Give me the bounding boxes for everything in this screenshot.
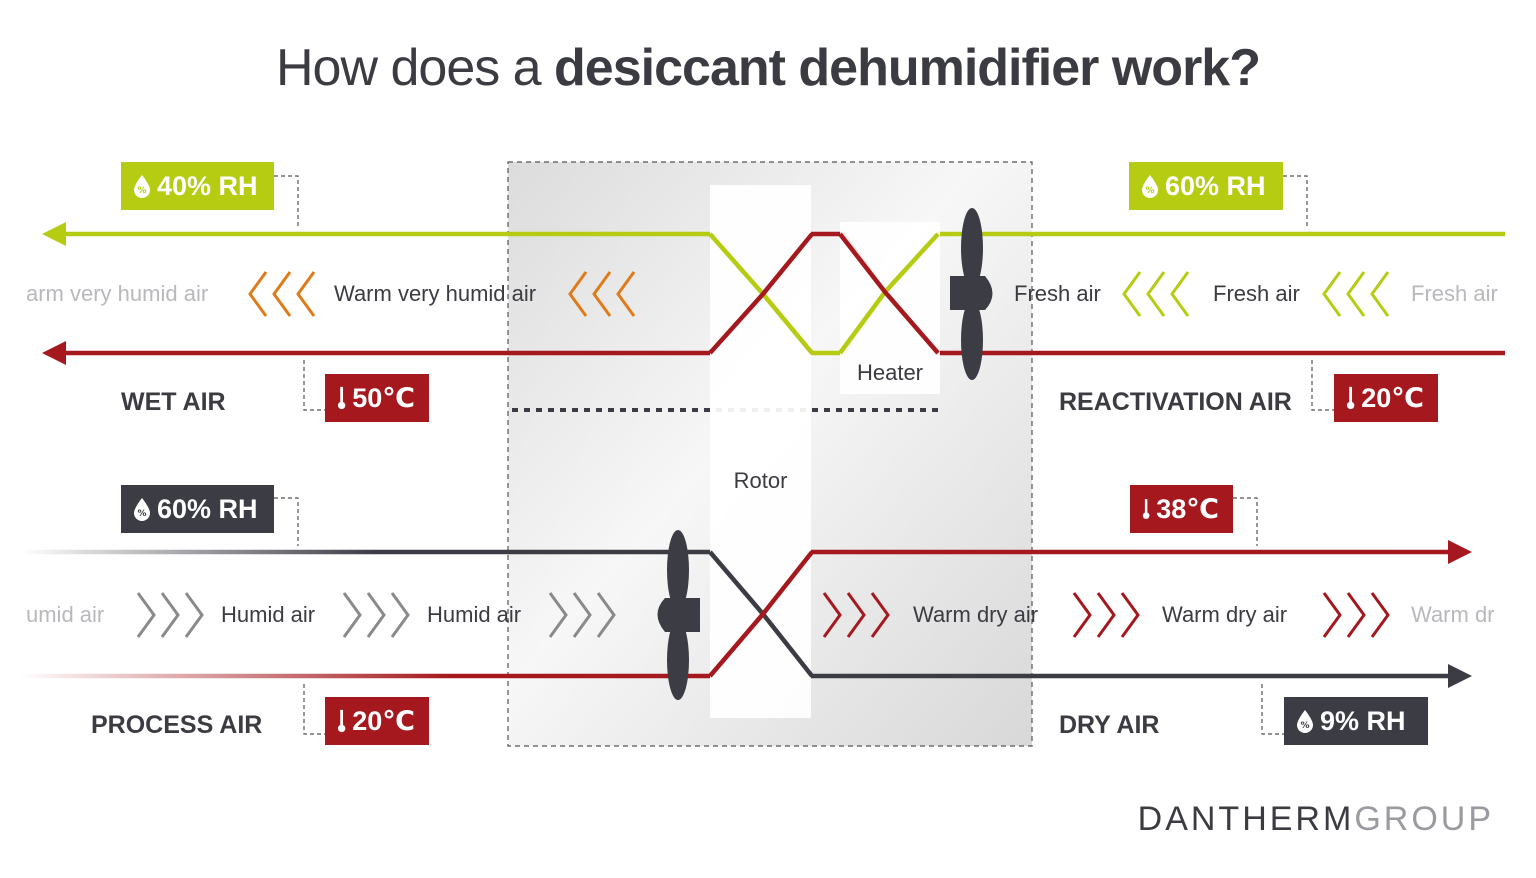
svg-text:%: % (1145, 186, 1154, 196)
svg-text:%: % (137, 186, 146, 196)
reactivation-humidity-tag: % 60% RH (1129, 162, 1283, 210)
rotor-label: Rotor (733, 468, 788, 493)
wet-air-humidity-tag: % 40% RH (121, 162, 274, 210)
arrowhead-right-dark (1448, 664, 1472, 688)
fan-icon (657, 530, 700, 700)
flow-text-humid: Humid air (221, 602, 316, 627)
dry-air-humidity-tag: % 9% RH (1284, 697, 1428, 745)
brand-main: DANTHERM (1137, 800, 1355, 838)
tag-value: 40% RH (157, 170, 258, 201)
humidity-drop-icon: % (1142, 175, 1158, 198)
flow-text-warm-dry: Warm dry air (1162, 602, 1288, 627)
dry-air-label: DRY AIR (1059, 711, 1160, 739)
tag-value: 60% RH (1165, 170, 1266, 201)
thermometer-icon (1142, 499, 1150, 519)
arrowhead-right-red (1448, 540, 1472, 564)
flow-text-warm-humid: arm very humid air (26, 281, 209, 306)
arrowhead-left-red (42, 341, 66, 365)
chevrons-green (1122, 271, 1390, 317)
heater-label: Heater (856, 360, 924, 385)
tag-value: 20℃ (352, 705, 415, 736)
chevrons-grey (136, 592, 616, 638)
humidity-drop-icon: % (134, 498, 150, 521)
flow-text-warm-dry: Warm dry air (913, 602, 1039, 627)
brand-logo: DANTHERMGROUP (1138, 800, 1494, 839)
flow-text-humid: umid air (26, 602, 105, 627)
thermometer-icon (337, 709, 346, 733)
tag-value: 60% RH (157, 493, 258, 524)
svg-text:%: % (137, 509, 146, 519)
title-light: How does a (276, 39, 555, 97)
thermometer-icon (337, 386, 346, 410)
process-humidity-tag: % 60% RH (121, 485, 274, 533)
flow-text-fresh: Fresh air (1014, 281, 1101, 306)
process-temperature-tag: 20℃ (325, 697, 429, 745)
tag-value: 38℃ (1156, 493, 1219, 524)
leader-lines (274, 175, 1334, 735)
arrowhead-left-green (42, 222, 66, 246)
flow-text-humid: Humid air (427, 602, 522, 627)
page-title: How does a desiccant dehumidifier work? (0, 38, 1536, 98)
wet-air-temperature-tag: 50℃ (325, 374, 429, 422)
reactivation-temperature-tag: 20℃ (1334, 374, 1438, 422)
humidity-drop-icon: % (1297, 710, 1313, 733)
chevrons-orange (248, 271, 636, 317)
tag-value: 9% RH (1320, 705, 1406, 736)
wet-air-label: WET AIR (121, 388, 226, 416)
svg-text:%: % (1300, 721, 1309, 731)
flow-text-fresh: Fresh air (1213, 281, 1300, 306)
tag-value: 50℃ (352, 382, 415, 413)
chevrons-red (822, 592, 1390, 638)
brand-suffix: GROUP (1354, 800, 1494, 838)
flow-text-fresh: Fresh air (1411, 281, 1498, 306)
humidity-drop-icon: % (134, 175, 150, 198)
process-air-label: PROCESS AIR (91, 711, 263, 739)
thermometer-icon (1346, 386, 1355, 410)
rotor (710, 185, 811, 718)
flow-text-warm-humid: Warm very humid air (334, 281, 537, 306)
tag-value: 20℃ (1361, 382, 1424, 413)
title-bold: desiccant dehumidifier work? (554, 39, 1261, 97)
flow-text-warm-dry: Warm dr (1411, 602, 1495, 627)
reactivation-air-label: REACTIVATION AIR (1059, 388, 1292, 416)
dry-air-temperature-tag: 38℃ (1130, 485, 1233, 533)
fan-icon (950, 208, 993, 380)
